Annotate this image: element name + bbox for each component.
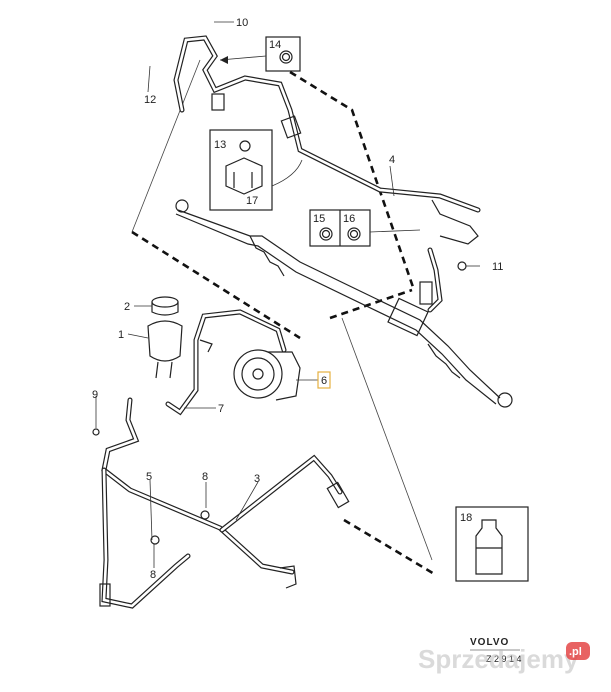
callout-8-lower: 8 — [150, 569, 156, 581]
volvo-brand: VOLVO — [470, 637, 509, 648]
callout-3: 3 — [254, 473, 260, 485]
callout-labels: 10 14 12 13 17 4 15 16 11 2 1 6 9 7 5 8 … — [92, 17, 503, 581]
callout-6-highlight — [317, 371, 331, 389]
callout-18: 18 — [460, 512, 472, 524]
watermark-text: Sprzedajemy — [418, 644, 579, 674]
watermark: Sprzedajemy .pl — [418, 642, 590, 674]
callout-10: 10 — [236, 17, 248, 29]
reservoir — [147, 296, 183, 379]
volvo-logo: VOLVO Z 2 9 1 4 — [470, 637, 522, 664]
callout-6: 6 — [321, 375, 327, 387]
lower-lines — [92, 397, 350, 609]
callout-7: 7 — [218, 403, 224, 415]
pump — [233, 349, 301, 401]
inset-seal-14 — [219, 36, 301, 72]
callout-15: 15 — [313, 213, 325, 225]
callout-17: 17 — [246, 195, 258, 207]
watermark-domain: .pl — [569, 646, 582, 658]
callout-12: 12 — [144, 94, 156, 106]
callout-4: 4 — [389, 154, 395, 166]
inset-seals-15-16 — [309, 209, 421, 247]
leader-lines — [95, 21, 480, 568]
callout-9: 9 — [92, 389, 98, 401]
volvo-diagram-code: Z 2 9 1 4 — [486, 654, 522, 664]
callout-16: 16 — [343, 213, 355, 225]
callout-2: 2 — [124, 301, 130, 313]
inset-bracket-13-17 — [209, 129, 303, 211]
rack-feed-lines — [427, 247, 467, 313]
inset-fluid-18 — [455, 506, 529, 582]
pressure-line-upper — [173, 35, 481, 245]
callout-1: 1 — [118, 329, 124, 341]
callout-8-upper: 8 — [202, 471, 208, 483]
dashed-boundaries — [131, 59, 437, 577]
callout-5: 5 — [146, 471, 152, 483]
callout-11: 11 — [492, 261, 503, 273]
return-hose — [165, 309, 287, 416]
steering-rack — [175, 199, 513, 408]
callout-13: 13 — [214, 139, 226, 151]
watermark-badge — [566, 642, 590, 660]
callout-14: 14 — [269, 39, 281, 51]
